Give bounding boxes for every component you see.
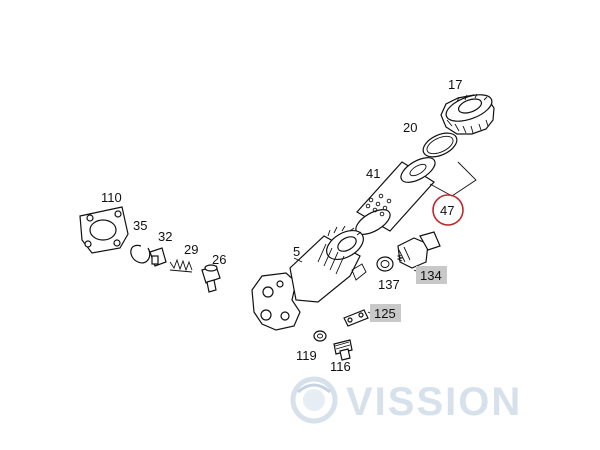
label-32: 32: [158, 229, 172, 244]
part-20-o-ring: [422, 132, 458, 158]
label-137: 137: [378, 277, 400, 292]
kit-47-bracket: [429, 161, 477, 197]
highlight-circle: [432, 194, 464, 226]
part-29-spring: [169, 258, 193, 273]
label-41: 41: [366, 166, 380, 181]
label-134: 134: [420, 268, 442, 283]
label-125: 125: [374, 306, 396, 321]
part-134-sensor: [396, 231, 441, 269]
label-5: 5: [293, 244, 300, 259]
label-20: 20: [403, 120, 417, 135]
label-35: 35: [133, 218, 147, 233]
part-116-bolt: [333, 339, 353, 361]
part-17-cap: [440, 93, 495, 135]
label-134-box: [416, 266, 447, 284]
watermark-logo-icon: [290, 376, 338, 424]
label-125-box: [370, 304, 401, 322]
part-5-housing: [251, 225, 367, 331]
part-32-valve: [149, 247, 167, 267]
label-26: 26: [212, 252, 226, 267]
part-119-seal: [313, 330, 327, 342]
part-125-strip: [343, 309, 369, 327]
part-110-gasket: [79, 206, 129, 254]
label-110: 110: [101, 190, 122, 205]
part-labels: 17 20 41 47 110 35 32 29 26 5 134 137 12…: [101, 77, 462, 374]
label-17: 17: [448, 77, 462, 92]
part-35-snap-ring: [130, 244, 151, 264]
label-116: 116: [330, 359, 351, 374]
label-29: 29: [184, 242, 198, 257]
label-119: 119: [296, 348, 317, 363]
part-26-plug: [201, 264, 221, 293]
watermark-brand: VISSION: [346, 380, 522, 424]
part-137-washer: [376, 256, 394, 272]
label-47: 47: [440, 203, 454, 218]
watermark: VISSION: [290, 376, 522, 424]
part-41-filter-element: [355, 157, 436, 235]
part-47-highlight: [432, 194, 464, 226]
